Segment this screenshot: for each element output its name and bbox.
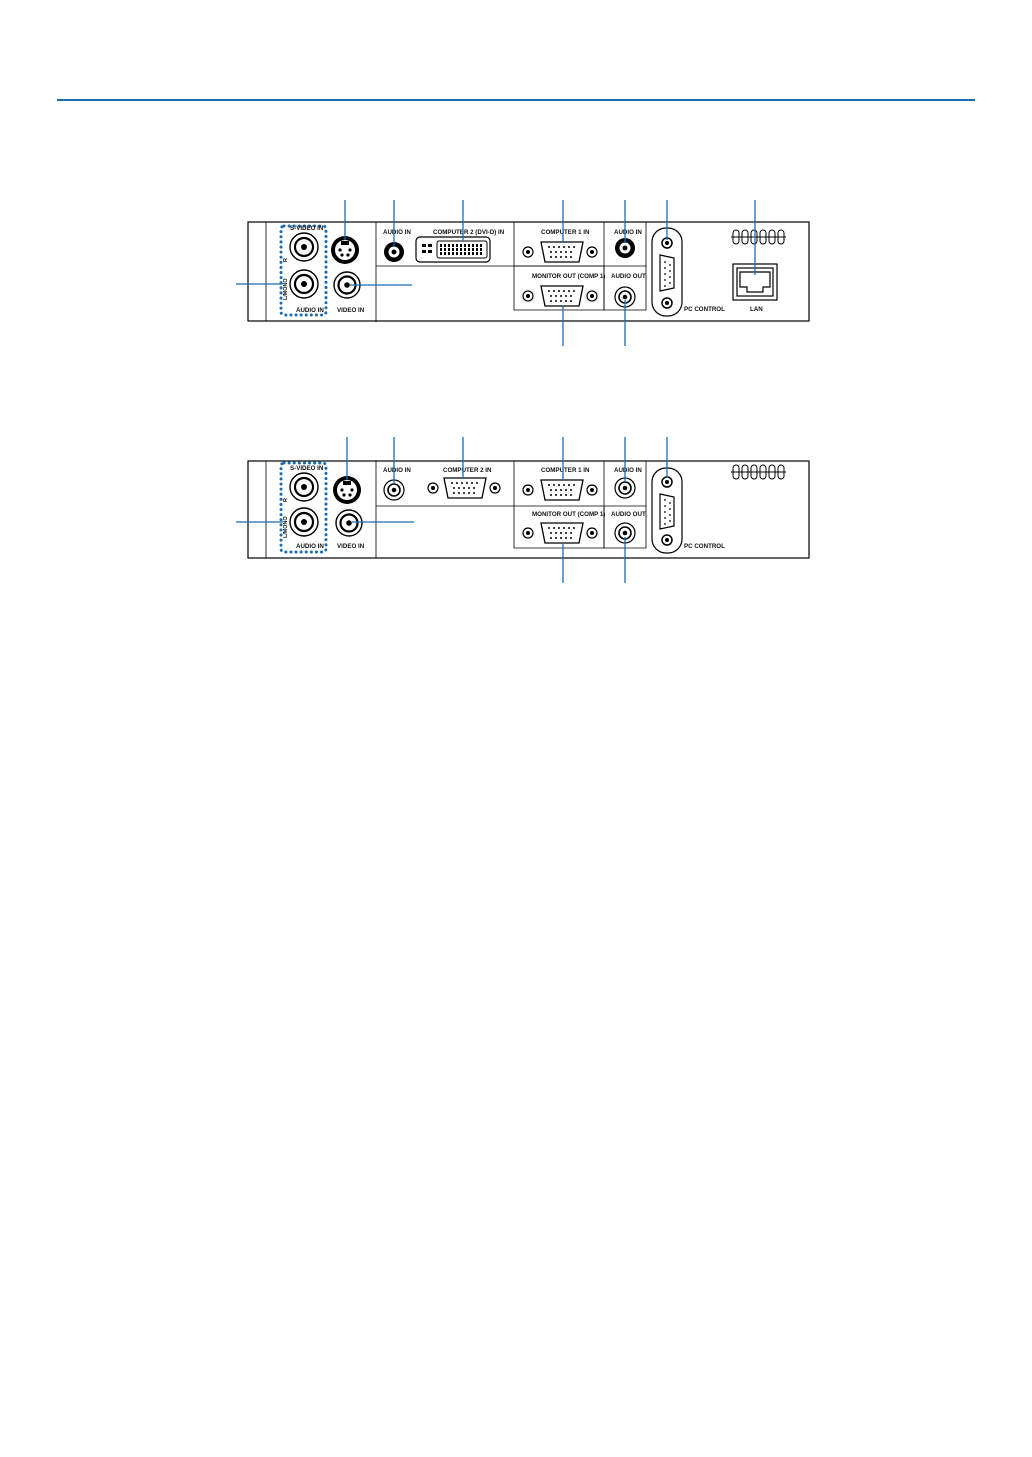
ventilation-slots-a	[731, 229, 786, 245]
pc-control-db9-connector-b	[651, 467, 683, 554]
label-audio-in-rca: AUDIO IN	[296, 307, 324, 314]
monitor-out-vga-connector-b	[522, 522, 598, 544]
label-s-video-in: S-VIDEO IN	[290, 225, 324, 232]
audio-out-mini-jack-b	[614, 522, 636, 544]
monitor-out-vga-connector	[522, 285, 598, 307]
label-computer-2-b: COMPUTER 2 IN	[443, 467, 492, 474]
rca-audio-l-jack-b	[289, 507, 319, 537]
label-monitor-out-b: MONITOR OUT (COMP 1)	[532, 511, 605, 518]
rca-audio-r-jack-b	[289, 472, 319, 502]
label-audio-in-1: AUDIO IN	[383, 229, 411, 236]
label-pc-control-b: PC CONTROL	[684, 543, 725, 550]
terminal-panel-b: S-VIDEO IN AUDIO IN L/MONO R VIDEO IN AU…	[236, 437, 810, 583]
callout-lines-a	[236, 200, 756, 346]
s-video-jack-b	[333, 476, 361, 504]
label-pc-control: PC CONTROL	[684, 306, 725, 313]
ventilation-slots-b	[731, 464, 786, 480]
rca-audio-l-jack	[289, 269, 319, 299]
label-audio-in-1-b: AUDIO IN	[383, 467, 411, 474]
label-video-in-b: VIDEO IN	[337, 543, 365, 550]
audio-rca-group-highlight-b	[279, 461, 328, 554]
label-computer-1: COMPUTER 1 IN	[541, 229, 590, 236]
s-video-jack	[331, 236, 359, 264]
computer-1-vga-connector-b	[522, 479, 598, 501]
label-audio-out: AUDIO OUT	[611, 273, 646, 280]
callout-lines-b	[236, 437, 668, 583]
label-audio-in-2-b: AUDIO IN	[614, 467, 642, 474]
label-computer-2: COMPUTER 2 (DVI-D) IN	[433, 229, 505, 236]
page-header-rule	[57, 99, 975, 101]
audio-in-mini-jack-2-b	[614, 477, 636, 499]
audio-in-mini-jack-1	[384, 242, 404, 262]
dvi-d-connector	[415, 236, 491, 263]
audio-in-mini-jack-2	[615, 238, 635, 258]
label-s-video-in-b: S-VIDEO IN	[290, 465, 324, 472]
video-rca-jack-b	[335, 509, 363, 537]
label-audio-in-rca-b: AUDIO IN	[296, 543, 324, 550]
label-r: R	[283, 258, 289, 262]
label-monitor-out: MONITOR OUT (COMP 1)	[532, 273, 605, 280]
label-l-mono: L/MONO	[283, 278, 289, 300]
terminal-panel-a: S-VIDEO IN AUDIO IN L/MONO R VIDEO IN AU…	[236, 200, 810, 346]
computer-2-vga-connector	[427, 477, 501, 499]
label-r-b: R	[283, 498, 289, 502]
computer-1-vga-connector	[522, 241, 598, 263]
rca-audio-r-jack	[289, 232, 319, 262]
label-computer-1-b: COMPUTER 1 IN	[541, 467, 590, 474]
label-audio-out-b: AUDIO OUT	[611, 511, 646, 518]
label-video-in: VIDEO IN	[337, 307, 365, 314]
audio-rca-group-highlight	[279, 224, 328, 317]
pc-control-db9-connector	[651, 227, 683, 317]
label-audio-in-2: AUDIO IN	[614, 229, 642, 236]
label-l-mono-b: L/MONO	[283, 516, 289, 538]
label-lan: LAN	[750, 306, 763, 313]
